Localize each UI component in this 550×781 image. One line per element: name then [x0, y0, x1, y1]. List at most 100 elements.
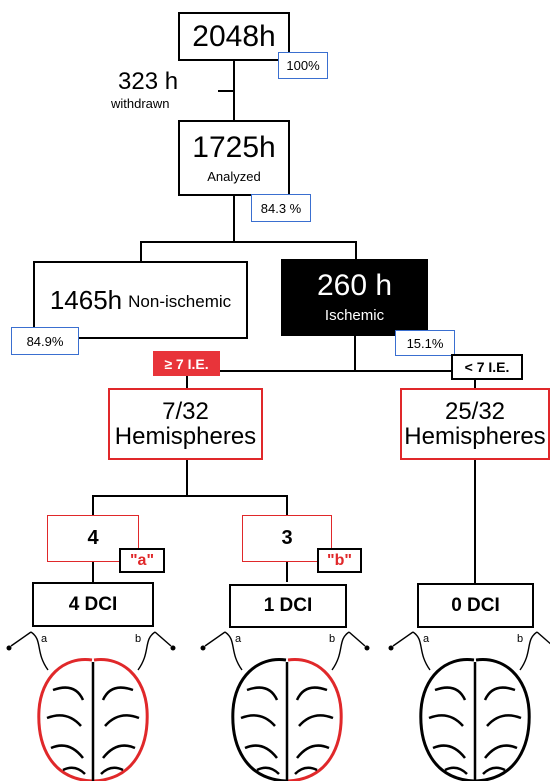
- group-b-tag: "b": [317, 548, 362, 573]
- connector: [233, 196, 235, 242]
- probe-cable-left: [204, 631, 226, 647]
- brain-gyrus: [428, 714, 464, 727]
- probe-cable-left: [412, 631, 431, 671]
- brain-gyrus: [295, 686, 328, 701]
- connector: [140, 241, 142, 261]
- ischemic-node: 260 h Ischemic: [281, 259, 428, 336]
- brain-gyrus: [486, 714, 522, 727]
- brain-gyrus: [244, 744, 278, 759]
- connector: [355, 241, 357, 259]
- brain-gyrus: [246, 686, 279, 701]
- connector: [286, 495, 288, 515]
- probe-label-b: b: [135, 633, 141, 645]
- probe-label-b: b: [329, 633, 335, 645]
- group-a-tag: "a": [119, 548, 165, 573]
- brain-gyrus: [240, 714, 276, 727]
- probe-cable-left: [10, 631, 32, 647]
- hemispheres-right-label: Hemispheres: [404, 423, 546, 450]
- analyzed-value: 1725h: [192, 130, 276, 164]
- connector: [474, 459, 476, 583]
- brain-gyrus: [50, 744, 84, 759]
- probe-cable-left: [224, 631, 243, 671]
- brain-gyrus: [434, 686, 467, 701]
- probe-left-icon: [6, 645, 12, 651]
- probe-cable-left: [392, 631, 414, 647]
- brain-gyrus: [102, 744, 136, 759]
- dci-c: 0 DCI: [417, 583, 534, 628]
- brain-gyrus: [104, 714, 140, 727]
- ge7-label: ≥ 7 I.E.: [153, 351, 220, 376]
- brain-gyrus: [52, 686, 85, 701]
- group-b-value: 3: [281, 527, 293, 549]
- connector: [354, 336, 356, 371]
- dci-b: 1 DCI: [229, 584, 347, 628]
- probe-label-a: a: [423, 633, 430, 645]
- brain-left-hemisphere: [231, 658, 287, 781]
- probe-label-b: b: [517, 633, 523, 645]
- nonischemic-node: 1465h Non-ischemic: [33, 261, 248, 339]
- analyzed-label: Analyzed: [207, 168, 261, 184]
- brain-left-hemisphere: [419, 658, 475, 781]
- withdrawn-value: 323 h: [118, 68, 179, 95]
- probe-cable-right: [348, 631, 366, 647]
- connector: [140, 241, 357, 243]
- brain-gyrus: [46, 714, 82, 727]
- connector: [92, 495, 288, 497]
- probe-right-icon: [170, 645, 176, 651]
- ischemic-label: Ischemic: [324, 307, 385, 324]
- brain-right-hemisphere: [93, 658, 149, 781]
- ischemic-percent: 15.1%: [395, 330, 455, 356]
- nonischemic-value: 1465h: [49, 284, 123, 315]
- probe-cable-right: [154, 631, 172, 647]
- connector: [286, 562, 288, 582]
- hemispheres-right-value: 25/32: [444, 397, 506, 425]
- brain-gyrus: [101, 686, 134, 701]
- probe-label-a: a: [41, 633, 48, 645]
- probe-left-icon: [388, 645, 394, 651]
- brain-right-hemisphere: [475, 658, 531, 781]
- nonischemic-percent: 84.9%: [11, 327, 79, 355]
- analyzed-percent: 84.3 %: [251, 194, 311, 222]
- analyzed-node: 1725h Analyzed: [178, 120, 290, 196]
- connector: [218, 90, 234, 92]
- connector: [186, 459, 188, 496]
- hemispheres-left-label: Hemispheres: [114, 423, 257, 450]
- group-b: 3: [242, 515, 332, 562]
- brain-gyrus: [483, 686, 516, 701]
- ischemic-value: 260 h: [316, 269, 393, 302]
- withdrawn-label: withdrawn: [111, 96, 170, 111]
- probe-cable-right: [137, 631, 156, 671]
- brain-gyrus: [294, 766, 318, 775]
- probe-cable-right: [519, 631, 538, 671]
- connector: [186, 370, 476, 372]
- probe-cable-right: [536, 631, 550, 645]
- group-a: 4: [47, 515, 139, 562]
- brain-right-hemisphere: [287, 658, 343, 781]
- brain-gyrus: [296, 744, 330, 759]
- brain-gyrus: [100, 766, 124, 775]
- connector: [92, 495, 94, 515]
- brain-gyrus: [444, 766, 468, 775]
- nonischemic-label: Non-ischemic: [128, 291, 232, 311]
- brain-gyrus: [482, 766, 506, 775]
- connector: [92, 562, 94, 582]
- probe-left-icon: [200, 645, 206, 651]
- probe-right-icon: [364, 645, 370, 651]
- probe-cable-right: [331, 631, 350, 671]
- hemispheres-right: 25/32 Hemispheres: [400, 388, 550, 460]
- brain-left-hemisphere: [37, 658, 93, 781]
- hemispheres-left: 7/32 Hemispheres: [108, 388, 263, 460]
- root-value: 2048h: [192, 19, 276, 53]
- brain-gyrus: [432, 744, 466, 759]
- brain-gyrus: [256, 766, 280, 775]
- brain-gyrus: [62, 766, 86, 775]
- connector: [233, 60, 235, 120]
- brain-gyrus: [484, 744, 518, 759]
- root-node: 2048h: [178, 12, 290, 61]
- brain-gyrus: [298, 714, 334, 727]
- dci-a: 4 DCI: [32, 582, 154, 627]
- root-percent: 100%: [278, 52, 328, 79]
- probe-cable-left: [30, 631, 49, 671]
- hemispheres-left-value: 7/32: [162, 397, 209, 425]
